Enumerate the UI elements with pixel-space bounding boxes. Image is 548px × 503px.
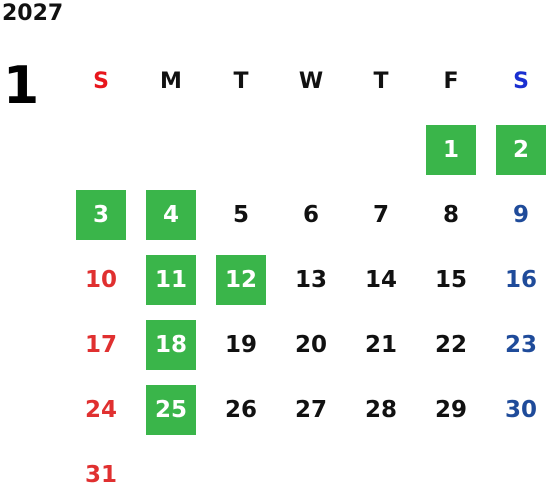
day-cell[interactable]: 23 xyxy=(504,332,537,358)
day-cell[interactable]: 15 xyxy=(434,267,467,293)
day-cell[interactable]: 19 xyxy=(224,332,257,358)
day-cell[interactable]: 27 xyxy=(294,397,327,423)
day-cell[interactable]: 7 xyxy=(372,202,389,228)
day-cell[interactable]: 20 xyxy=(294,332,327,358)
day-cell[interactable]: 3 xyxy=(76,190,126,240)
year-label: 2027 xyxy=(2,1,64,26)
month-number: 1 xyxy=(3,56,40,116)
weekday-header: F xyxy=(443,68,459,94)
day-cell[interactable]: 26 xyxy=(224,397,257,423)
day-cell[interactable]: 22 xyxy=(434,332,467,358)
day-cell[interactable]: 14 xyxy=(364,267,397,293)
day-cell[interactable]: 10 xyxy=(84,267,117,293)
day-cell[interactable]: 1 xyxy=(426,125,476,175)
day-cell[interactable]: 6 xyxy=(302,202,319,228)
weekday-header: S xyxy=(513,68,529,94)
day-cell[interactable]: 11 xyxy=(146,255,196,305)
day-cell[interactable]: 30 xyxy=(504,397,537,423)
weekday-header: W xyxy=(298,68,324,94)
weekday-header: S xyxy=(93,68,109,94)
day-cell[interactable]: 29 xyxy=(434,397,467,423)
day-cell[interactable]: 4 xyxy=(146,190,196,240)
weekday-header: T xyxy=(373,68,389,94)
day-cell[interactable]: 9 xyxy=(512,202,529,228)
day-cell[interactable]: 12 xyxy=(216,255,266,305)
day-cell[interactable]: 18 xyxy=(146,320,196,370)
day-cell[interactable]: 31 xyxy=(84,462,117,488)
day-cell[interactable]: 28 xyxy=(364,397,397,423)
day-cell[interactable]: 17 xyxy=(84,332,117,358)
day-cell[interactable]: 13 xyxy=(294,267,327,293)
day-cell[interactable]: 25 xyxy=(146,385,196,435)
weekday-header: T xyxy=(233,68,249,94)
day-cell[interactable]: 24 xyxy=(84,397,117,423)
day-cell[interactable]: 2 xyxy=(496,125,546,175)
day-cell[interactable]: 16 xyxy=(504,267,537,293)
day-cell[interactable]: 21 xyxy=(364,332,397,358)
day-cell[interactable]: 8 xyxy=(442,202,459,228)
day-cell[interactable]: 5 xyxy=(232,202,249,228)
weekday-header: M xyxy=(160,68,182,94)
